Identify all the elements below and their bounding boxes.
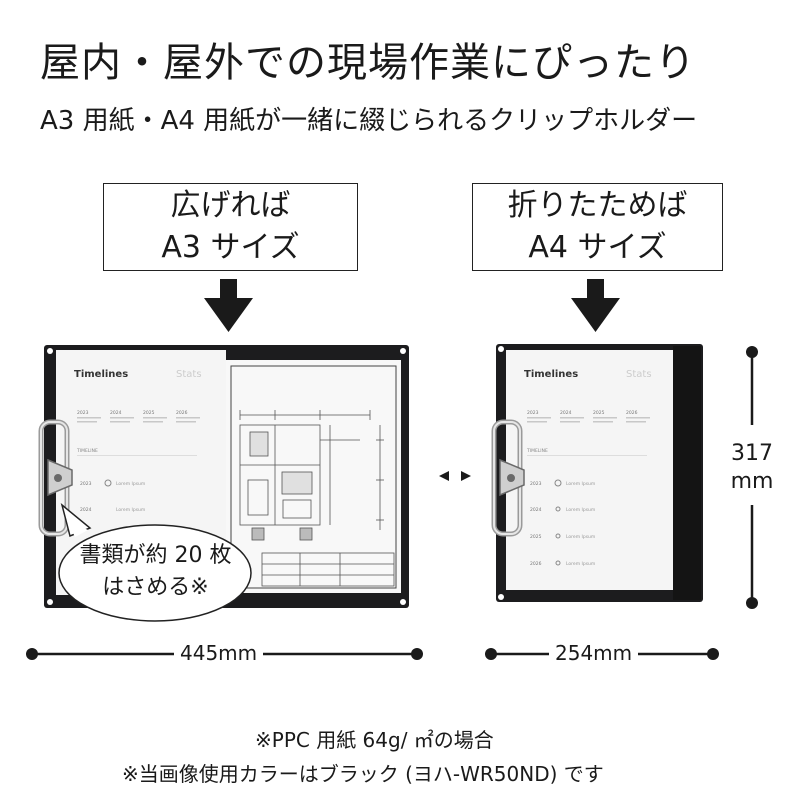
a3-architectural-drawing	[239, 410, 395, 587]
height-label-a4: 317 mm	[724, 440, 780, 496]
width-label-a4: 254mm	[549, 641, 639, 665]
svg-text:2025: 2025	[530, 534, 542, 540]
a4-clipboard	[496, 344, 703, 602]
svg-text:Lorem Ipsum: Lorem Ipsum	[566, 507, 595, 513]
a4-callout-box: 折りたためば A4 サイズ	[472, 183, 723, 271]
bubble-line1: 書類が約 20 枚	[79, 543, 232, 568]
doc-tag-left: Stats	[176, 369, 202, 380]
page-subtitle: A3 用紙・A4 用紙が一緒に綴じられるクリップホルダー	[40, 106, 698, 136]
bubble-line2: はさめる※	[102, 575, 209, 600]
svg-text:2024: 2024	[530, 507, 542, 513]
svg-text:TIMELINE: TIMELINE	[76, 448, 98, 454]
fold-arrows-icon	[439, 471, 471, 481]
svg-text:2024: 2024	[80, 507, 92, 513]
svg-text:TIMELINE: TIMELINE	[526, 448, 548, 454]
svg-text:Lorem Ipsum: Lorem Ipsum	[566, 481, 595, 487]
a4-callout-line1: 折りたためば	[507, 188, 688, 223]
svg-text:Lorem Ipsum: Lorem Ipsum	[566, 534, 595, 540]
svg-text:2026: 2026	[626, 410, 638, 416]
footer-note-paper: ※PPC 用紙 64g/ ㎡の場合	[255, 728, 494, 752]
doc-tag-right: Stats	[626, 369, 652, 380]
a3-left-document: Timelines Stats 2023 2024 2025 2026 TIME…	[74, 369, 202, 513]
svg-text:2023: 2023	[527, 410, 539, 416]
page-title: 屋内・屋外での現場作業にぴったり	[40, 40, 696, 86]
a3-callout-line1: 広げれば	[170, 188, 291, 223]
width-label-a3: 445mm	[174, 641, 264, 665]
svg-text:Lorem Ipsum: Lorem Ipsum	[566, 561, 595, 567]
svg-text:Lorem Ipsum: Lorem Ipsum	[116, 481, 145, 487]
a3-callout-line2: A3 サイズ	[161, 230, 300, 265]
a4-callout-line2: A4 サイズ	[528, 230, 667, 265]
svg-text:2023: 2023	[530, 481, 542, 487]
svg-text:2025: 2025	[593, 410, 605, 416]
capacity-speech-bubble	[58, 502, 252, 622]
height-value: 317	[731, 441, 773, 466]
svg-text:2026: 2026	[530, 561, 542, 567]
down-arrow-right-icon	[571, 279, 620, 332]
svg-text:2024: 2024	[560, 410, 572, 416]
a4-clip-icon	[491, 419, 525, 537]
svg-text:Lorem Ipsum: Lorem Ipsum	[116, 507, 145, 513]
height-dimension-a4	[746, 346, 758, 609]
svg-text:2026: 2026	[176, 410, 188, 416]
svg-text:2023: 2023	[77, 410, 89, 416]
doc-heading-right: Timelines	[524, 369, 578, 380]
height-unit: mm	[730, 469, 774, 494]
capacity-bubble-text: 書類が約 20 枚 はさめる※	[68, 540, 243, 604]
svg-text:2025: 2025	[143, 410, 155, 416]
doc-heading-left: Timelines	[74, 369, 128, 380]
down-arrow-left-icon	[204, 279, 253, 332]
svg-text:2023: 2023	[80, 481, 92, 487]
a3-clip-icon	[38, 419, 73, 537]
svg-text:2024: 2024	[110, 410, 122, 416]
footer-note-color: ※当画像使用カラーはブラック (ヨハ-WR50ND) です	[122, 762, 604, 786]
a4-document: Timelines Stats 2023 2024 2025 2026 TIME…	[524, 369, 652, 567]
a3-callout-box: 広げれば A3 サイズ	[103, 183, 358, 271]
